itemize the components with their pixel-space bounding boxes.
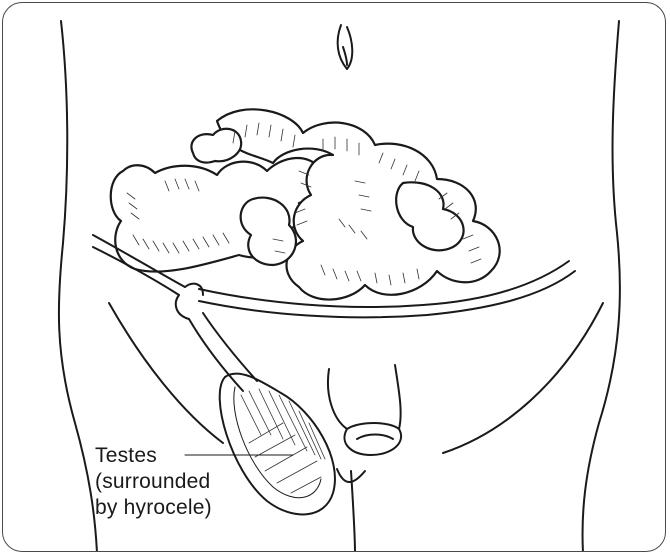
- penis: [328, 365, 401, 455]
- intestines: [111, 109, 500, 299]
- scrotum-hydrocele: [220, 374, 365, 515]
- navel: [338, 25, 353, 69]
- testes-hydrocele-label: Testes (surrounded by hyrocele): [95, 443, 212, 521]
